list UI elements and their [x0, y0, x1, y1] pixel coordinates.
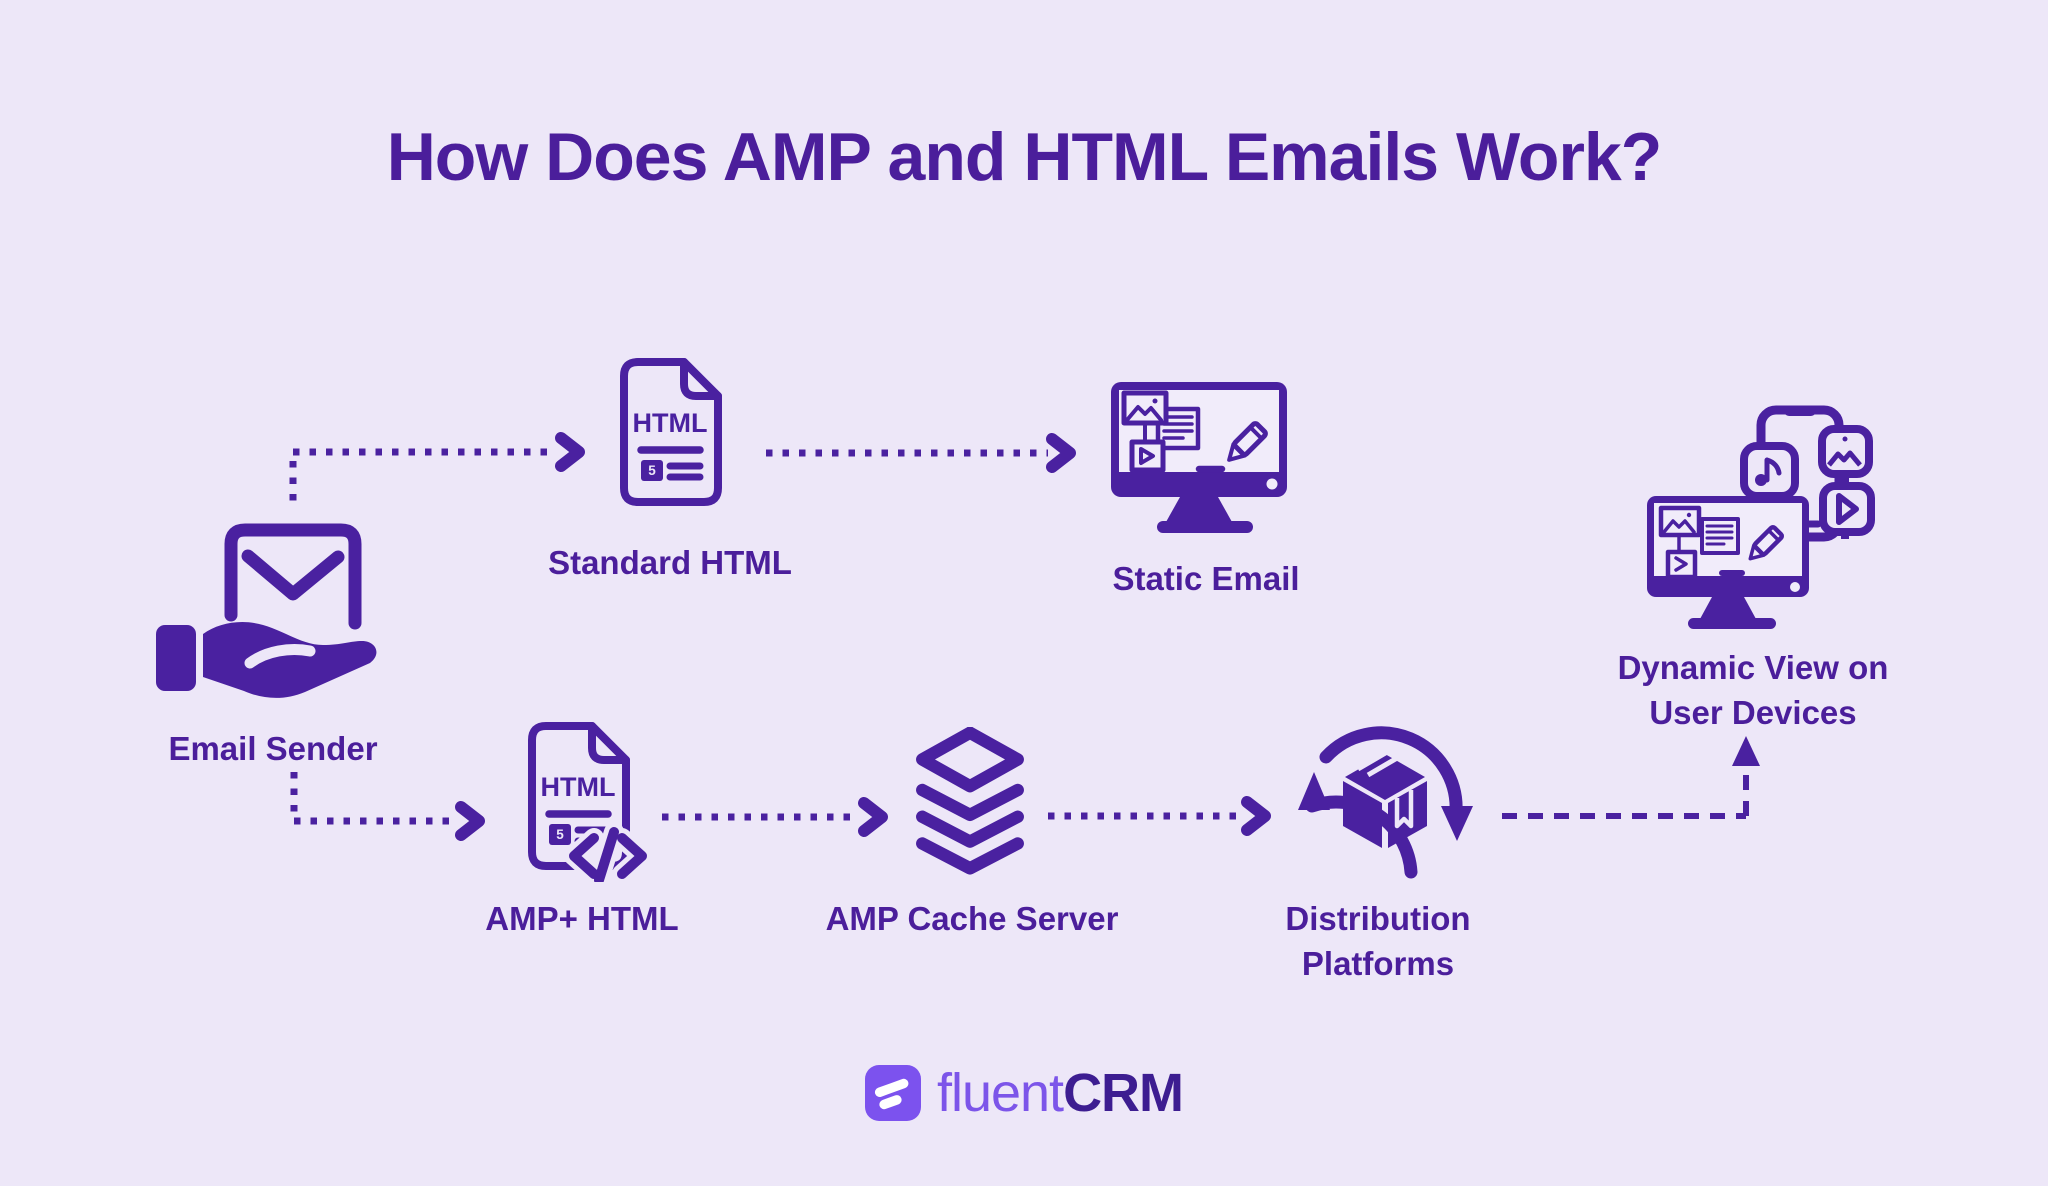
arrow-distribution-to-dynamic-view: [1502, 736, 1760, 819]
hand-icon: [156, 622, 377, 698]
distribution-platforms-label: Distribution Platforms: [1285, 900, 1471, 982]
cache-server-layers-icon: [916, 727, 1024, 875]
arrow-sender-to-amp-html: [290, 772, 485, 841]
monitor-icon: [1647, 496, 1809, 629]
html5-badge: 5: [648, 463, 656, 478]
dynamic-view-label-line1: Dynamic View on: [1617, 649, 1889, 686]
html-file-text: HTML: [633, 408, 708, 438]
static-email-label: Static Email: [1112, 560, 1300, 597]
dynamic-view-label-line2: User Devices: [1649, 694, 1857, 731]
email-sender-label: Email Sender: [168, 730, 378, 767]
brand-prefix: fluent: [936, 1063, 1064, 1123]
fluentcrm-logo-icon: [864, 1065, 921, 1121]
standard-html-label: Standard HTML: [548, 544, 792, 581]
dynamic-view-label: Dynamic View on User Devices: [1593, 645, 1913, 735]
html-file-text: HTML: [541, 772, 616, 802]
html-file-icon: HTML 5: [620, 358, 722, 506]
amp-cache-server-label: AMP Cache Server: [825, 900, 1119, 937]
code-icon: [569, 827, 647, 882]
amp-html-label: AMP+ HTML: [485, 900, 679, 937]
brand-wordmark: fluentCRM: [936, 1062, 1184, 1124]
html5-badge: 5: [556, 827, 564, 842]
music-app-icon: [1740, 442, 1799, 500]
arrow-standard-html-to-static-email: [766, 433, 1076, 473]
page-title: How Does AMP and HTML Emails Work?: [386, 119, 1663, 195]
static-email-monitor-icon: [1111, 382, 1287, 533]
package-box-icon: [1343, 754, 1427, 848]
arrow-cache-to-distribution: [1048, 796, 1271, 836]
video-app-icon: [1819, 482, 1875, 536]
amp-html-file-icon: HTML 5: [528, 722, 652, 882]
brand-suffix: CRM: [1063, 1063, 1184, 1123]
play-button-icon: [1129, 439, 1166, 473]
email-sender-icon: [156, 523, 377, 698]
footer-brand: fluentCRM: [0, 1062, 2048, 1124]
pencil-icon: [1227, 421, 1268, 462]
dynamic-view-devices-icon: [1647, 405, 1875, 629]
envelope-icon: [224, 523, 362, 630]
distribution-platforms-icon: [1298, 726, 1473, 879]
arrow-amp-html-to-cache: [662, 797, 888, 837]
fluentcrm-glyph-icon: [874, 1078, 909, 1110]
image-app-icon: [1818, 425, 1873, 478]
arrow-sender-to-standard-html: [289, 432, 585, 505]
pencil-icon: [1748, 524, 1785, 561]
